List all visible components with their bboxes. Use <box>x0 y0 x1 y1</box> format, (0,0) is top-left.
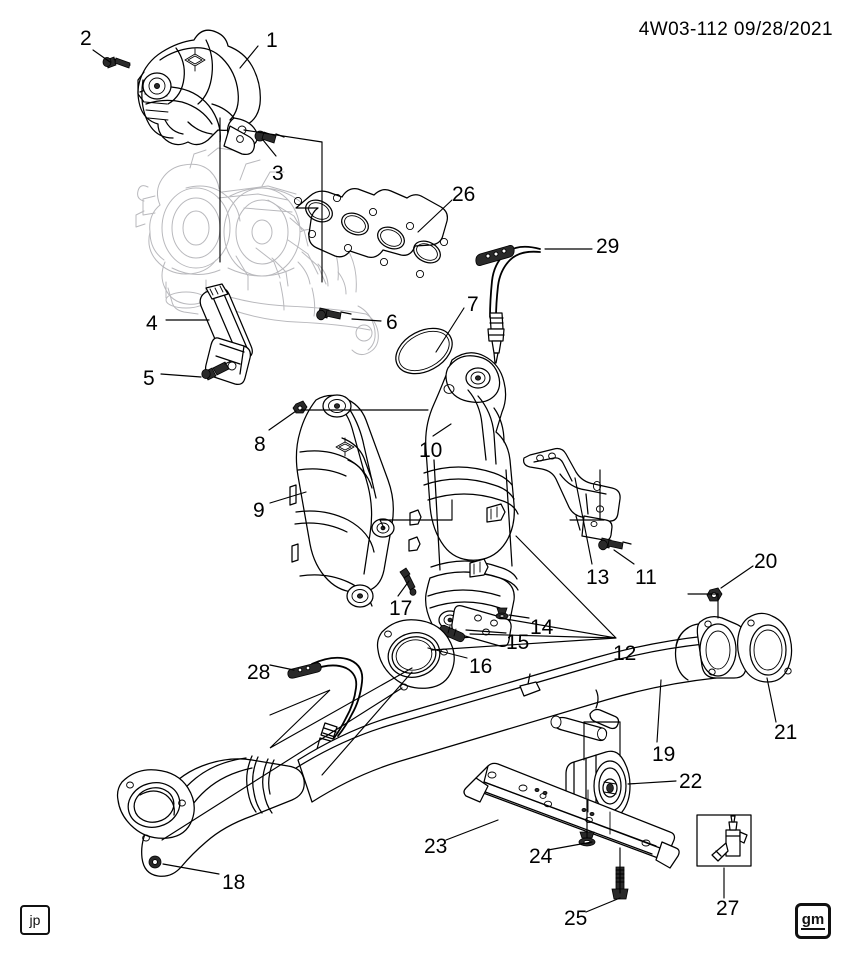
part-7-seal-ring <box>395 327 453 375</box>
part-15-stud <box>438 624 466 643</box>
callout-17: 17 <box>389 597 413 620</box>
callout-24: 24 <box>529 845 553 868</box>
callout-20: 20 <box>754 550 778 573</box>
callout-26: 26 <box>452 183 476 206</box>
callout-8: 8 <box>254 433 266 456</box>
callout-22: 22 <box>679 770 703 793</box>
part-11-bolt <box>598 537 632 551</box>
part-14-nut <box>495 607 509 620</box>
callout-13: 13 <box>586 566 610 589</box>
callout-21: 21 <box>774 721 798 744</box>
gm-logo: gm <box>795 903 831 939</box>
callout-leader-lines <box>92 45 777 913</box>
callout-7: 7 <box>467 293 479 316</box>
callout-29: 29 <box>596 235 620 258</box>
callout-25: 25 <box>564 907 588 930</box>
part-13-converter-bracket <box>523 447 621 541</box>
callout-18: 18 <box>222 871 246 894</box>
part-6-bolt <box>316 307 352 321</box>
callout-6: 6 <box>386 311 398 334</box>
callout-4: 4 <box>146 312 158 335</box>
callout-27: 27 <box>716 897 740 920</box>
part-27-sealant-box <box>696 814 752 867</box>
callout-28: 28 <box>247 661 271 684</box>
author-stamp-text: jp <box>29 912 41 928</box>
callout-16: 16 <box>469 655 493 678</box>
part-17-bolt <box>399 567 417 596</box>
gm-logo-text: gm <box>800 911 826 930</box>
part-9-converter-heat-shield <box>289 394 395 608</box>
author-stamp: jp <box>20 905 50 935</box>
part-1-upper-heat-shield <box>137 29 261 155</box>
part-18-nut <box>148 855 162 869</box>
callout-23: 23 <box>424 835 448 858</box>
callout-2: 2 <box>80 27 92 50</box>
callout-1: 1 <box>266 29 278 52</box>
part-26-manifold-gasket <box>293 188 449 279</box>
part-12-catalytic-converter <box>408 352 519 647</box>
part-5-bolt <box>201 360 232 381</box>
callout-15: 15 <box>506 631 530 654</box>
turbocharger-phantom-outline <box>135 147 379 356</box>
part-23-crossmember-bracket <box>463 762 680 869</box>
callout-10: 10 <box>419 439 443 462</box>
callout-3: 3 <box>272 162 284 185</box>
callout-12: 12 <box>613 642 637 665</box>
callout-9: 9 <box>253 499 265 522</box>
part-2-bolt <box>102 56 131 69</box>
part-21-rear-flange-gasket <box>737 612 793 683</box>
callout-5: 5 <box>143 367 155 390</box>
callout-14: 14 <box>530 616 554 639</box>
callout-19: 19 <box>652 743 676 766</box>
part-29-front-oxygen-sensor <box>475 245 541 364</box>
drawing-header-text: 4W03-112 09/28/2021 <box>638 19 833 40</box>
part-19-exhaust-pipe <box>116 616 747 877</box>
callout-11: 11 <box>635 566 657 589</box>
